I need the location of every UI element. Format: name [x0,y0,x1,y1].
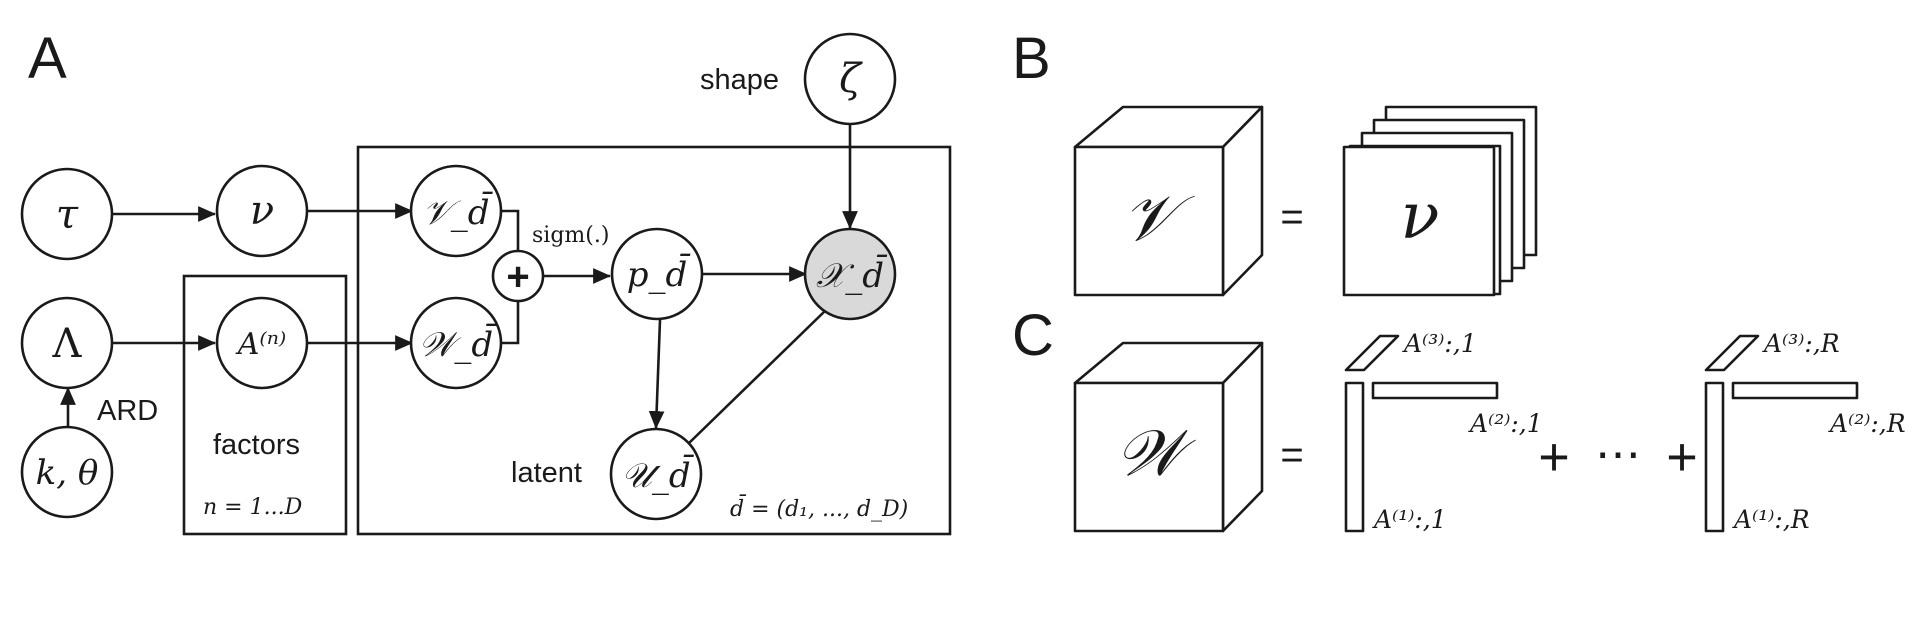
node-plus-label: + [506,255,529,299]
node-a-n: A⁽ⁿ⁾ [215,296,309,390]
edge-w-plus [500,298,520,345]
node-v: 𝒱_d̄ [409,164,503,258]
panel-label-c: C [1012,303,1054,368]
term1-a3: A⁽³⁾:,1 [1402,329,1477,358]
plus-c-2: + [1666,427,1698,487]
node-lambda: Λ [20,296,114,390]
node-u: 𝒰_d̄ [609,427,703,521]
rank-term-1: A⁽³⁾:,1 A⁽²⁾:,1 A⁽¹⁾:,1 [1344,329,1543,534]
node-u-label: 𝒰_d̄ [621,454,694,496]
label-plate-data-index: d̄ = (d₁, ..., d_D) [730,494,908,522]
node-nu: ν [215,164,309,258]
node-tau: τ [20,167,114,261]
node-plus: + [491,249,545,303]
node-w-label: 𝒲_d̄ [419,323,497,365]
plus-c-1: + [1538,427,1570,487]
termR-a2: A⁽²⁾:,R [1828,409,1906,438]
label-ard: ARD [97,395,158,427]
node-x-label: 𝒳_d̄ [816,254,888,296]
term1-a1: A⁽¹⁾:,1 [1372,505,1447,534]
node-k-theta: k, θ [20,425,114,519]
factor-bar-mode2-r [1731,381,1859,400]
termR-a3: A⁽³⁾:,R [1762,329,1840,358]
label-shape: shape [700,64,779,96]
factor-bar-mode1-r [1704,381,1725,533]
node-lambda-label: Λ [52,321,83,367]
edge-p-u [648,319,665,430]
cube-w: 𝒲 [1073,341,1264,533]
node-p: p_d̄ [610,227,704,321]
label-factors: factors [213,429,300,461]
plate-factors [182,274,348,536]
term1-a2: A⁽²⁾:,1 [1468,409,1543,438]
node-w: 𝒲_d̄ [409,296,503,390]
node-zeta-label: ζ [839,56,863,102]
slice-stack-label: ν [1401,180,1440,254]
node-v-label: 𝒱_d̄ [422,191,493,233]
equals-b: = [1280,195,1303,239]
termR-a1: A⁽¹⁾:,R [1732,505,1810,534]
edge-v-plus [500,209,520,257]
factor-bar-mode3 [1344,334,1400,372]
node-zeta: ζ [803,32,897,126]
label-sigm: sigm(.) [532,223,609,248]
factor-bar-mode3-r [1704,334,1760,372]
label-latent: latent [511,457,582,489]
label-plate-factors-index: n = 1...D [203,495,303,520]
panel-label-a: A [28,26,67,91]
slice-stack: ν [1342,105,1538,297]
equals-c: = [1280,433,1303,477]
node-tau-label: τ [56,192,79,238]
node-x: 𝒳_d̄ [803,227,897,321]
node-a-n-label: A⁽ⁿ⁾ [235,327,287,362]
ellipsis-c: ⋯ [1595,427,1641,481]
node-p-label: p_d̄ [627,253,691,295]
edge-x-u [687,309,827,445]
node-k-theta-label: k, θ [36,453,99,493]
node-nu-label: ν [250,188,274,234]
cube-v: 𝒱 [1073,105,1264,297]
factor-bar-mode1 [1344,381,1365,533]
panel-label-b: B [1012,26,1051,91]
factor-bar-mode2 [1371,381,1499,400]
plate-data [356,145,952,536]
rank-term-r: A⁽³⁾:,R A⁽²⁾:,R A⁽¹⁾:,R [1704,329,1906,534]
